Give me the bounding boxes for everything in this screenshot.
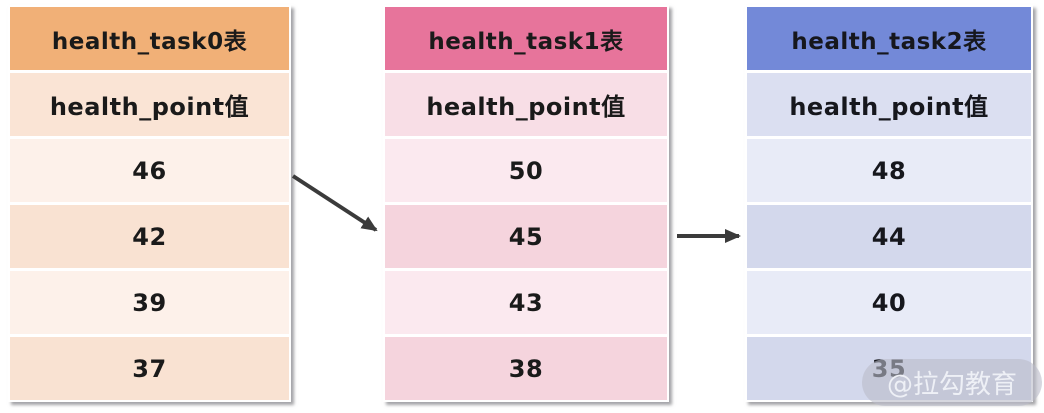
value-cell: 38 xyxy=(385,337,667,400)
value-cell: 40 xyxy=(747,271,1031,334)
value-cell: 50 xyxy=(385,139,667,202)
value-cell: 39 xyxy=(10,271,289,334)
table-health-task0: health_task0表 health_point值 46 42 39 37 xyxy=(8,5,291,402)
value-cell: 42 xyxy=(10,205,289,268)
value-cell: 43 xyxy=(385,271,667,334)
field-label-cell: health_point值 xyxy=(747,73,1031,136)
value-cell: 45 xyxy=(385,205,667,268)
table-title: health_task2表 xyxy=(747,7,1031,70)
field-label-cell: health_point值 xyxy=(10,73,289,136)
table-health-task1: health_task1表 health_point值 50 45 43 38 xyxy=(383,5,669,402)
value-cell: 37 xyxy=(10,337,289,400)
table-title: health_task1表 xyxy=(385,7,667,70)
value-cell: 44 xyxy=(747,205,1031,268)
watermark-badge: @拉勾教育 xyxy=(861,359,1042,406)
value-cell: 46 xyxy=(10,139,289,202)
value-cell: 48 xyxy=(747,139,1031,202)
field-label-cell: health_point值 xyxy=(385,73,667,136)
arrow-task0-to-task1 xyxy=(291,174,378,232)
table-health-task2: health_task2表 health_point值 48 44 40 35 xyxy=(745,5,1033,402)
table-title: health_task0表 xyxy=(10,7,289,70)
